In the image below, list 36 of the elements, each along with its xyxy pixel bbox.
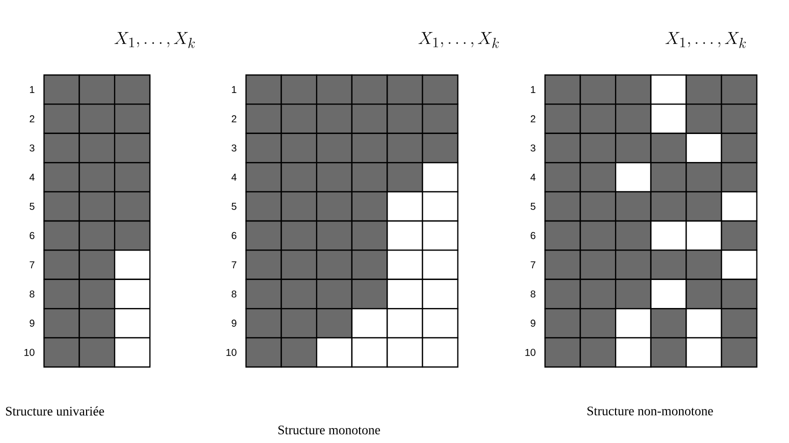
row-number: 6 (530, 232, 536, 240)
caption: Structure univariée (6, 406, 104, 416)
row-number: 7 (530, 261, 536, 268)
row-number: 10 (226, 348, 236, 356)
row-number: 5 (232, 202, 236, 210)
row-number: 2 (232, 115, 236, 122)
caption: Structure monotone (278, 426, 380, 434)
row-number: 2 (530, 115, 536, 122)
variable-list: $X_{1},\ldots,X_{k}$ (666, 32, 746, 48)
row-number: 6 (30, 232, 34, 240)
row-number: 7 (232, 261, 236, 268)
row-number: 9 (30, 320, 34, 327)
row-number: 8 (232, 290, 236, 298)
row-number: 4 (530, 174, 536, 181)
row-number: 1 (30, 86, 34, 94)
row-number: 5 (530, 202, 536, 210)
row-number: 8 (530, 290, 536, 298)
row-number: 4 (231, 174, 237, 181)
variable-list: $X_{1},\ldots,X_{k}$ (114, 32, 195, 48)
row-number: 4 (29, 174, 35, 181)
row-number: 3 (530, 144, 536, 152)
row-number: 8 (30, 290, 34, 298)
row-number: 10 (24, 348, 34, 356)
row-number: 7 (30, 261, 34, 268)
row-number: 3 (30, 144, 34, 152)
row-number: 1 (531, 86, 536, 94)
row-number: 6 (232, 232, 236, 240)
row-number: 5 (30, 202, 34, 210)
variable-list: $X_{1},\ldots,X_{k}$ (418, 32, 499, 48)
row-number: 9 (530, 320, 536, 327)
row-number: 3 (232, 144, 236, 152)
row-number: 1 (232, 86, 236, 94)
row-number: 2 (30, 115, 34, 122)
row-number: 9 (232, 320, 236, 327)
row-number: 10 (525, 348, 536, 356)
caption: Structure non-monotone (588, 406, 713, 416)
